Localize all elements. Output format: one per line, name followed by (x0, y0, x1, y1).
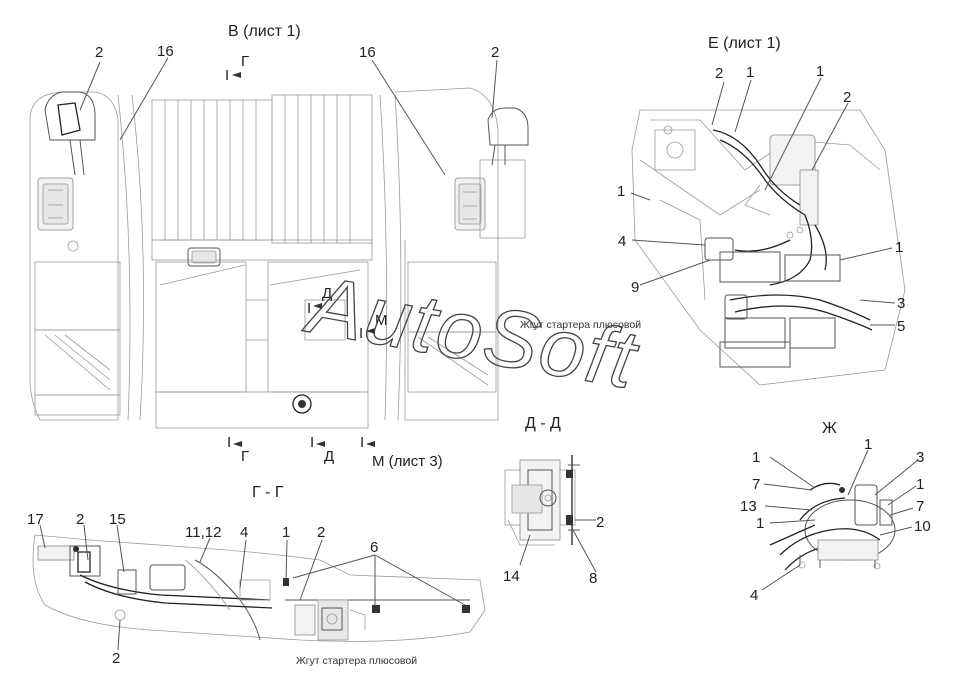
callout-gg-7: 2 (317, 524, 325, 541)
section-mark-top-i: I (225, 67, 229, 84)
callout-e-2: 1 (746, 64, 754, 81)
view-gg-title: Г - Г (252, 484, 284, 501)
callout-e-10: 5 (897, 318, 905, 335)
section-mark-d-i: I (307, 300, 311, 317)
view-e-title: Е (лист 1) (708, 35, 781, 52)
callout-zh-9: 10 (914, 518, 931, 535)
callout-gg-1: 17 (27, 511, 44, 528)
view-dd-title: Д - Д (525, 415, 561, 432)
caption-starter-harness-bottom: Жгут стартера плюсовой (296, 655, 417, 667)
section-mark-m: М (375, 312, 388, 329)
callout-e-6: 4 (618, 233, 626, 250)
section-mark-bottom-g-i: I (227, 434, 231, 451)
view-zh: Ж 1 1 3 7 1 13 7 1 10 4 (740, 420, 931, 604)
callout-v-2: 16 (157, 43, 174, 60)
callout-dd-3: 8 (589, 570, 597, 587)
callout-gg-8: 6 (370, 539, 378, 556)
callout-e-3: 1 (816, 63, 824, 80)
callout-dd-2: 14 (503, 568, 520, 585)
callout-v-4: 2 (491, 44, 499, 61)
callout-zh-8: 1 (756, 515, 764, 532)
caption-starter-harness-top: Жгут стартера плюсовой (520, 319, 641, 331)
callout-gg-6: 1 (282, 524, 290, 541)
callout-zh-4: 7 (752, 476, 760, 493)
callout-e-7: 1 (895, 239, 903, 256)
section-mark-top-g: Г (241, 53, 249, 70)
callout-e-5: 1 (617, 183, 625, 200)
callout-zh-6: 13 (740, 498, 757, 515)
view-e: Е (лист 1) 2 1 1 2 1 4 1 9 3 5 Жгут стар… (520, 35, 906, 386)
callout-e-9: 3 (897, 295, 905, 312)
callout-zh-2: 1 (864, 436, 872, 453)
view-zh-title: Ж (822, 420, 837, 437)
view-gg: Г - Г 17 2 15 11,12 4 1 2 6 2 Жгут старт… (27, 484, 486, 667)
callout-e-4: 2 (843, 89, 851, 106)
section-mark-bottom-g: Г (241, 448, 249, 465)
callout-zh-5: 1 (916, 476, 924, 493)
callout-v-3: 16 (359, 44, 376, 61)
callout-dd-1: 2 (596, 514, 604, 531)
callout-e-8: 9 (631, 279, 639, 296)
view-v: В (лист 1) 2 16 16 2 Г I Д I М I I Г I Д… (29, 23, 529, 470)
callout-gg-2: 2 (76, 511, 84, 528)
callout-zh-1: 1 (752, 449, 760, 466)
callout-e-1: 2 (715, 65, 723, 82)
section-mark-bottom-m: М (лист 3) (372, 453, 443, 470)
callout-gg-3: 15 (109, 511, 126, 528)
section-mark-bottom-d: Д (324, 448, 334, 465)
callout-gg-4: 11,12 (185, 524, 221, 541)
callout-zh-3: 3 (916, 449, 924, 466)
section-mark-d: Д (322, 285, 332, 302)
section-mark-m-i: I (359, 325, 363, 342)
callout-v-1: 2 (95, 44, 103, 61)
view-dd: Д - Д 2 14 8 (503, 415, 604, 587)
watermark-logo: AutoSoft (298, 258, 645, 406)
section-mark-bottom-d-i: I (310, 434, 314, 451)
callout-gg-9: 2 (112, 650, 120, 667)
section-mark-bottom-m-i: I (360, 434, 364, 451)
callout-zh-7: 7 (916, 498, 924, 515)
view-v-title: В (лист 1) (228, 23, 301, 40)
callout-zh-10: 4 (750, 587, 758, 604)
callout-gg-5: 4 (240, 524, 248, 541)
